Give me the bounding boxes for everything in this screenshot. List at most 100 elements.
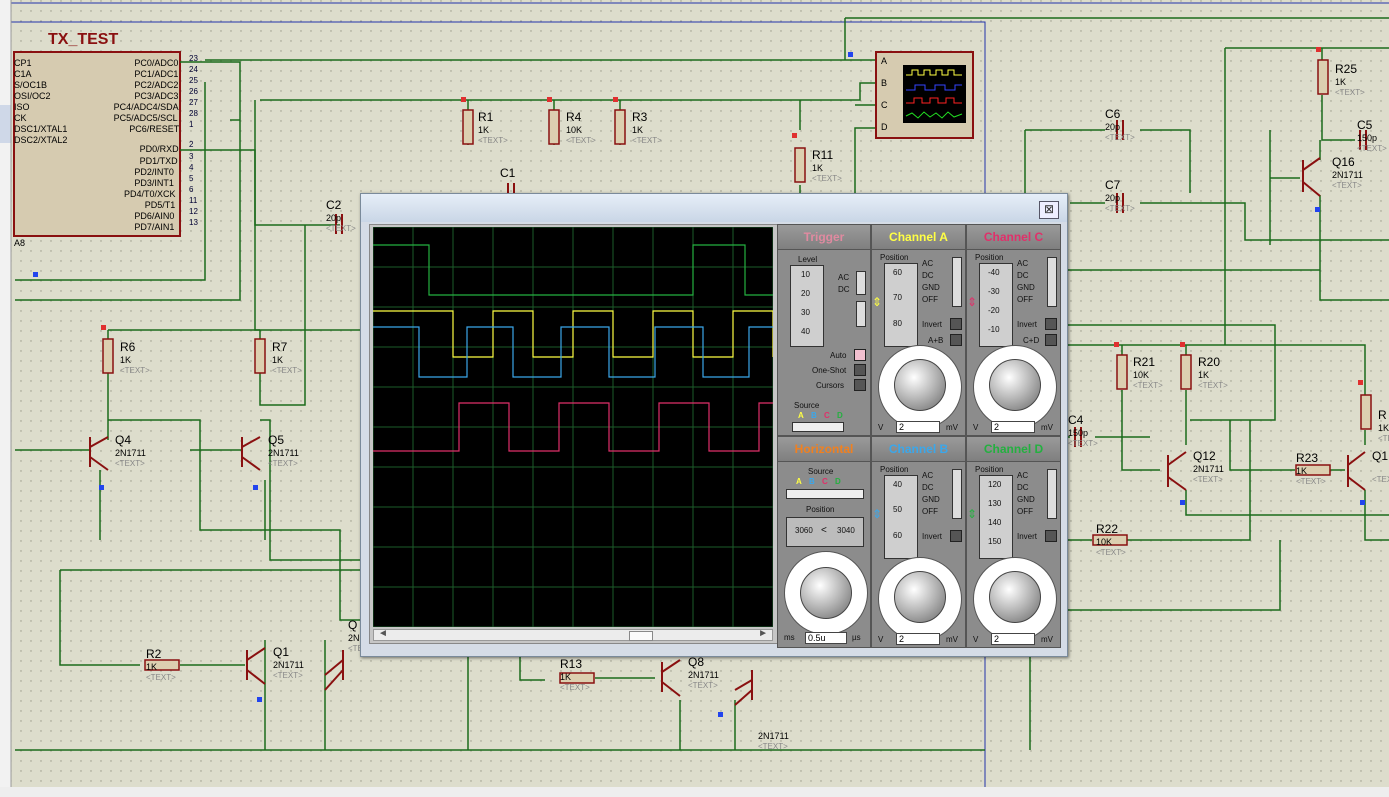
channel-value-field[interactable]: 2 bbox=[896, 633, 940, 645]
mcu-tx-test[interactable] bbox=[13, 51, 181, 237]
channel-combine-button[interactable] bbox=[1045, 334, 1057, 346]
horizontal-value-field[interactable]: 0.5u bbox=[805, 632, 847, 644]
component-text-placeholder: <TEXT> bbox=[326, 224, 356, 233]
channel-coupling-switch[interactable] bbox=[1047, 469, 1057, 519]
trigger-source-slider[interactable] bbox=[792, 422, 844, 432]
mcu-pin-label: PD7/AIN1 bbox=[134, 222, 175, 232]
channel-combine-button[interactable] bbox=[950, 334, 962, 346]
scope-input-label: D bbox=[881, 122, 888, 132]
scroll-left-arrow[interactable]: ◄ bbox=[378, 628, 388, 639]
channel-value-field[interactable]: 2 bbox=[991, 633, 1035, 645]
component-text-placeholder: <TEXT> bbox=[1193, 475, 1223, 484]
trigger-title: Trigger bbox=[778, 225, 870, 250]
component-ref: R20 bbox=[1198, 355, 1221, 369]
channel-position-slider[interactable]: -40-30-20-10 bbox=[979, 263, 1013, 347]
channel-title: Channel A bbox=[872, 225, 965, 250]
component-ref: R11 bbox=[812, 148, 834, 162]
mcu-pin-label: OSI/OC2 bbox=[14, 91, 51, 101]
screen-scrollbar[interactable]: ◄ ► bbox=[373, 628, 773, 641]
component-text-placeholder: <TEXT> bbox=[688, 681, 718, 690]
channel-position-tick: 120 bbox=[988, 480, 1002, 489]
trigger-level-tick: 30 bbox=[801, 308, 810, 317]
trigger-auto-label: Auto bbox=[830, 351, 847, 360]
horizontal-source-label: Source bbox=[808, 467, 834, 476]
channel-coupling-label: GND bbox=[922, 283, 940, 292]
capacitors bbox=[335, 120, 1367, 447]
channel-coupling-switch[interactable] bbox=[952, 469, 962, 519]
pin-markers bbox=[33, 47, 1365, 717]
channel-coupling-label: OFF bbox=[1017, 295, 1033, 304]
channel-invert-button[interactable] bbox=[950, 318, 962, 330]
oscilloscope-titlebar[interactable]: ⊠ bbox=[361, 194, 1067, 222]
trace-channel-b bbox=[373, 326, 773, 378]
component-ref: R23 bbox=[1296, 451, 1319, 465]
mcu-pin-label: DSC1/XTAL1 bbox=[14, 124, 68, 134]
channel-coupling-label: GND bbox=[922, 495, 940, 504]
channel-title: Channel D bbox=[967, 437, 1060, 462]
channel-invert-button[interactable] bbox=[1045, 530, 1057, 542]
scroll-right-arrow[interactable]: ► bbox=[758, 628, 768, 639]
component-value: 1K bbox=[1296, 466, 1308, 476]
channel-value-field[interactable]: 2 bbox=[896, 421, 940, 433]
trigger-edge-switch[interactable] bbox=[856, 301, 866, 327]
mcu-pin-label: PC2/ADC2 bbox=[134, 80, 179, 90]
component-value: 20p bbox=[326, 213, 342, 223]
trigger-cursors-label: Cursors bbox=[816, 381, 845, 390]
trigger-auto-button[interactable] bbox=[854, 349, 866, 361]
component-value: 150p bbox=[1068, 428, 1089, 438]
component-ref: R22 bbox=[1096, 522, 1119, 536]
channel-coupling-switch[interactable] bbox=[952, 257, 962, 307]
mcu-pin-number: 6 bbox=[189, 185, 194, 194]
component-text-placeholder: <TEXT> bbox=[1372, 475, 1389, 484]
channel-invert-label: Invert bbox=[922, 320, 943, 329]
mcu-pin-label: ISO bbox=[14, 102, 30, 112]
channel-volts-knob[interactable] bbox=[894, 359, 946, 411]
channel-volts-knob[interactable] bbox=[989, 571, 1041, 623]
horizontal-position-slider[interactable]: 3060 < 3040 bbox=[786, 517, 864, 547]
component-value: 1K bbox=[272, 355, 284, 365]
channel-volts-knob[interactable] bbox=[989, 359, 1041, 411]
horizontal-timebase-knob[interactable] bbox=[800, 567, 852, 619]
channel-position-tick: -30 bbox=[988, 287, 1000, 296]
mcu-pin-number: 1 bbox=[189, 120, 194, 129]
channel-position-tick: 150 bbox=[988, 537, 1002, 546]
transistors bbox=[89, 157, 1366, 706]
mcu-pin-number: 23 bbox=[189, 54, 198, 63]
close-button[interactable]: ⊠ bbox=[1039, 201, 1059, 219]
channel-volts-knob[interactable] bbox=[894, 571, 946, 623]
component-ref: R3 bbox=[632, 110, 648, 124]
mcu-pin-number: 26 bbox=[189, 87, 198, 96]
channel-coupling-switch[interactable] bbox=[1047, 257, 1057, 307]
scope-screen-frame: ◄ ► bbox=[369, 224, 779, 644]
mcu-pin-label: CK bbox=[14, 113, 27, 123]
channel-invert-button[interactable] bbox=[950, 530, 962, 542]
horizontal-source-slider[interactable] bbox=[786, 489, 864, 499]
trigger-oneshot-button[interactable] bbox=[854, 364, 866, 376]
channel-invert-button[interactable] bbox=[1045, 318, 1057, 330]
channel-title: Channel B bbox=[872, 437, 965, 462]
component-value: 20p bbox=[1105, 193, 1121, 203]
channel-value-field[interactable]: 2 bbox=[991, 421, 1035, 433]
channel-unit-right: mV bbox=[1041, 635, 1053, 644]
channel-unit-right: mV bbox=[946, 635, 958, 644]
component-ref: R25 bbox=[1335, 62, 1358, 76]
scroll-thumb[interactable] bbox=[629, 631, 653, 641]
channel-position-tick: 80 bbox=[893, 318, 902, 328]
channel-coupling-label: DC bbox=[1017, 483, 1029, 492]
component-ref: R7 bbox=[272, 340, 288, 354]
component-ref: R4 bbox=[566, 110, 582, 124]
trigger-cursors-button[interactable] bbox=[854, 379, 866, 391]
source-option: B bbox=[811, 411, 817, 420]
trigger-coupling-switch[interactable] bbox=[856, 271, 866, 295]
channel-coupling-label: OFF bbox=[922, 507, 938, 516]
horizontal-position-label: Position bbox=[806, 505, 835, 514]
